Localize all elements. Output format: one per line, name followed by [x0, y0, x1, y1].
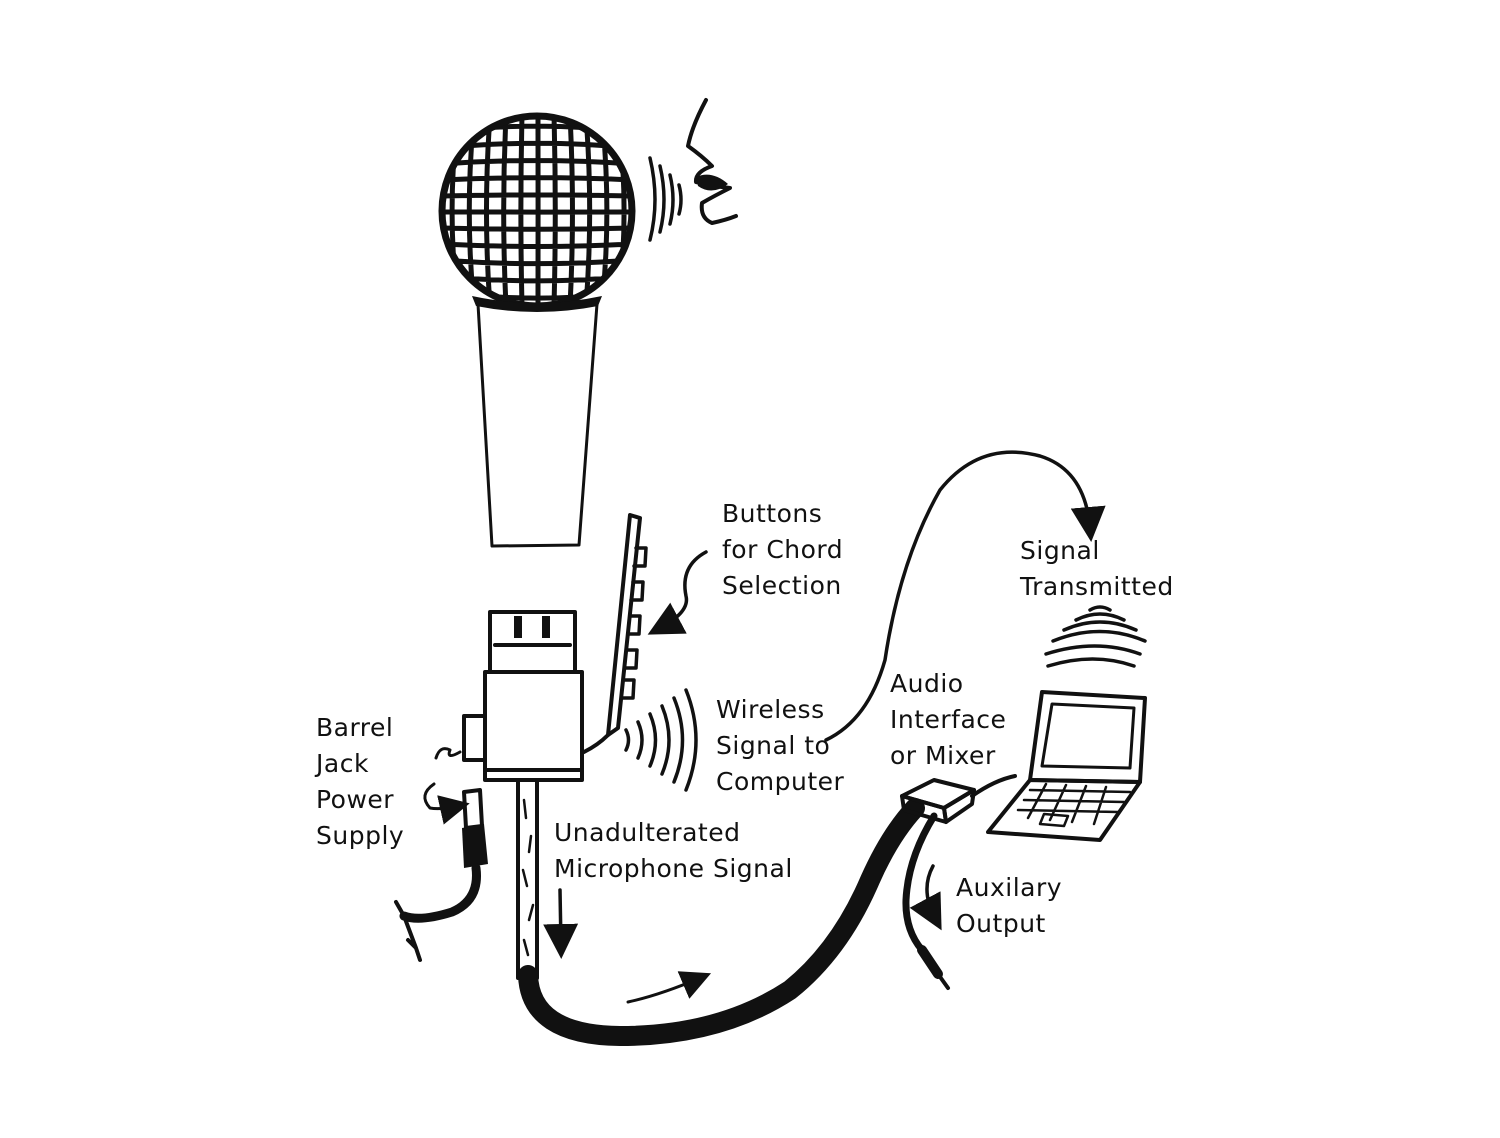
adapter-housing [483, 670, 584, 782]
auxiliary-label-line: Auxilary [956, 873, 1063, 902]
signal-transmitted-label: Signal Transmitted [1020, 533, 1174, 605]
auxiliary-arrow [909, 864, 942, 931]
wireless-label-line: Signal to [716, 731, 831, 760]
signal-transmitted-line: Transmitted [1020, 572, 1174, 601]
buttons-label-line: Buttons [722, 499, 823, 528]
mouth-lip [696, 174, 728, 191]
chord-buttons [620, 546, 648, 700]
audio-interface-line: or Mixer [890, 741, 996, 770]
buttons-pointer-arrow [647, 550, 708, 635]
microphone-icon [438, 112, 636, 548]
microphone-grille [442, 116, 632, 306]
barrel-label-line: Supply [316, 821, 405, 850]
barrel-pointer-2 [423, 782, 470, 825]
wireless-label: Wireless Signal to Computer [716, 692, 844, 800]
laptop-icon [986, 690, 1147, 842]
unadulterated-label-line: Unadulterated [554, 818, 741, 847]
buttons-label: Buttons for Chord Selection [722, 496, 843, 604]
chord-button-strip [582, 513, 648, 754]
microphone-handle [476, 302, 599, 548]
buttons-label-line: Selection [722, 571, 842, 600]
mixer-icon [900, 778, 976, 824]
transmission-arc-arrow [824, 450, 1106, 742]
audio-interface-line: Audio [890, 669, 964, 698]
laptop-keyboard [1016, 782, 1132, 826]
mic-signal-arrow [543, 888, 579, 959]
laptop-trackpad [1038, 812, 1070, 828]
strip-bracket [582, 733, 610, 754]
barrel-jack-label: Barrel Jack Power Supply [316, 710, 404, 854]
barrel-label-line: Power [316, 785, 395, 814]
audio-interface-label: Audio Interface or Mixer [890, 666, 1006, 774]
wireless-label-line: Wireless [716, 695, 825, 724]
voice-sound-waves [648, 156, 683, 242]
buttons-label-line: for Chord [722, 535, 844, 564]
power-plug [394, 747, 488, 962]
auxiliary-label-line: Output [956, 909, 1046, 938]
barrel-label-line: Barrel [316, 713, 394, 742]
unadulterated-label-line: Microphone Signal [554, 854, 793, 883]
microphone-cable [516, 780, 539, 980]
signal-flow-arrow [626, 971, 712, 1004]
audio-interface-line: Interface [890, 705, 1007, 734]
wireless-label-line: Computer [716, 767, 845, 796]
transmitted-waves [1044, 605, 1147, 668]
barrel-label-line: Jack [316, 749, 369, 778]
wireless-waves [624, 688, 698, 792]
unadulterated-label: Unadulterated Microphone Signal [554, 815, 793, 887]
signal-transmitted-line: Signal [1020, 536, 1100, 565]
laptop-cable [970, 774, 1017, 798]
mouth-icon [686, 98, 738, 225]
plug-grip [462, 824, 488, 868]
auxiliary-cable [902, 812, 950, 990]
xlr-connector [488, 610, 577, 674]
auxiliary-label: Auxilary Output [956, 870, 1062, 942]
adapter-body [462, 610, 584, 782]
main-audio-cable [518, 798, 925, 1046]
barrel-pointer-1 [434, 747, 462, 760]
barrel-jack-port [462, 714, 487, 762]
